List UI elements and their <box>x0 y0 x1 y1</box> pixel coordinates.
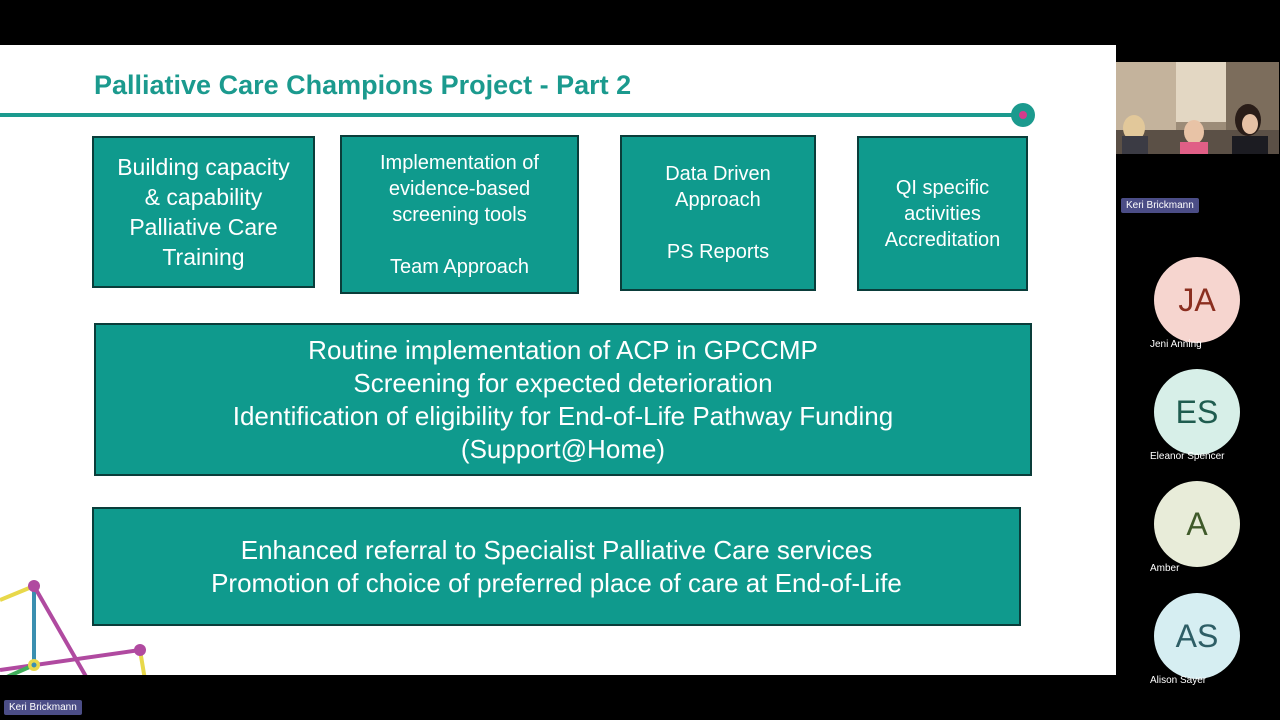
capacity-box: Building capacity & capability Palliativ… <box>92 136 315 288</box>
network-decoration-icon <box>0 580 147 675</box>
routine-implementation-box: Routine implementation of ACP in GPCCMP … <box>94 323 1032 476</box>
avatar: JA <box>1154 257 1240 343</box>
referral-box: Enhanced referral to Specialist Palliati… <box>92 507 1021 626</box>
shared-slide: Palliative Care Champions Project - Part… <box>0 45 1116 675</box>
participant-tile[interactable]: JA Jeni Anning <box>1138 257 1258 367</box>
participant-tile[interactable]: ES Eleanor Spencer <box>1138 369 1258 479</box>
participant-name: Alison Sayer <box>1150 675 1207 686</box>
avatar: AS <box>1154 593 1240 679</box>
speaker-video-frame-icon <box>1116 62 1279 154</box>
data-driven-box: Data Driven Approach PS Reports <box>620 135 816 291</box>
participant-tile[interactable]: A Amber <box>1138 481 1258 591</box>
active-speaker-name-tag: Keri Brickmann <box>1121 198 1199 213</box>
participant-name: Jeni Anning <box>1150 339 1202 350</box>
divider-dot-icon <box>1011 103 1035 127</box>
screening-tools-box: Implementation of evidence-based screeni… <box>340 135 579 294</box>
title-divider <box>0 113 1022 117</box>
qi-activities-box: QI specific activities Accreditation <box>857 136 1028 291</box>
participant-name: Amber <box>1150 563 1180 574</box>
avatar: ES <box>1154 369 1240 455</box>
presenter-name-tag: Keri Brickmann <box>4 700 82 715</box>
participant-name: Eleanor Spencer <box>1150 451 1225 462</box>
slide-title: Palliative Care Champions Project - Part… <box>94 70 632 100</box>
active-speaker-video[interactable] <box>1116 62 1279 154</box>
avatar: A <box>1154 481 1240 567</box>
participant-tile[interactable]: AS Alison Sayer <box>1138 593 1258 703</box>
